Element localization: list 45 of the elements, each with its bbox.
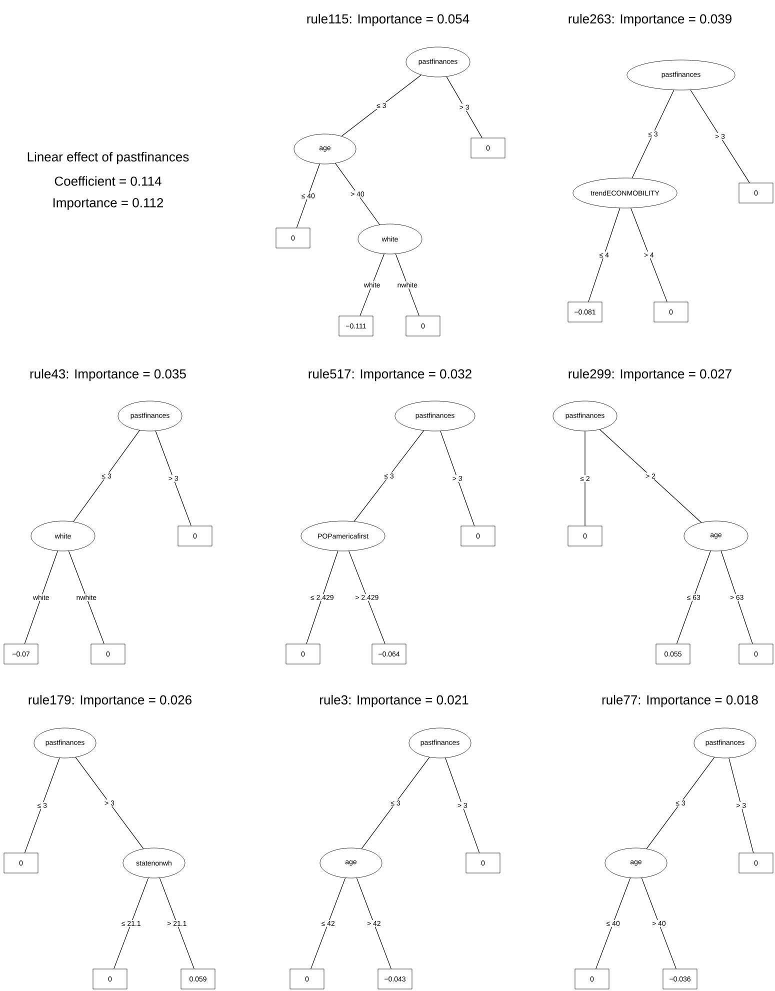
branch-line <box>584 430 586 526</box>
branch-line <box>395 254 420 316</box>
branch-line <box>335 163 380 225</box>
branch-line <box>296 164 320 228</box>
branch-line <box>588 208 620 302</box>
branch-line <box>354 430 424 522</box>
branch-line <box>440 430 475 526</box>
branch-line <box>24 758 60 854</box>
branch-line <box>24 550 58 644</box>
branch-line <box>75 757 144 849</box>
tree-title: rule43: Importance = 0.035 <box>30 368 186 382</box>
branch-line <box>599 429 702 523</box>
effect-text: Linear effect of pastfinances <box>28 152 189 164</box>
branch-line <box>596 878 631 970</box>
branch-line <box>641 878 676 970</box>
tree-title: rule179: Importance = 0.026 <box>28 694 192 708</box>
branch-line <box>361 757 430 849</box>
branch-line <box>306 550 338 644</box>
tree-title: rule3: Importance = 0.021 <box>320 694 468 708</box>
branch-line <box>676 550 711 644</box>
branch-line <box>360 254 384 316</box>
tree-title: rule263: Importance = 0.039 <box>568 14 732 26</box>
effect-text: Coefficient = 0.114 <box>54 176 162 186</box>
tree-title: rule299: Importance = 0.027 <box>568 368 732 382</box>
branch-line <box>690 90 750 184</box>
branch-line <box>445 758 480 854</box>
branch-line <box>356 878 392 970</box>
tree-title: rule517: Importance = 0.032 <box>308 368 472 382</box>
branch-line <box>632 90 674 178</box>
branch-line <box>310 878 346 970</box>
effect-text: Importance = 0.112 <box>54 198 164 210</box>
branch-line <box>114 878 149 970</box>
tree-title: rule77: Importance = 0.018 <box>602 694 758 708</box>
branch-line <box>646 757 715 849</box>
branch-line <box>159 878 194 970</box>
branch-line <box>728 758 754 854</box>
tree-title: rule115: Importance = 0.054 <box>307 14 470 26</box>
branch-line <box>341 74 422 136</box>
branch-line <box>155 430 192 526</box>
branch-line <box>348 550 386 644</box>
branch-line <box>630 208 668 302</box>
branch-line <box>720 550 753 644</box>
branch-line <box>446 76 482 138</box>
branch-line <box>73 430 140 522</box>
branch-line <box>68 550 104 644</box>
